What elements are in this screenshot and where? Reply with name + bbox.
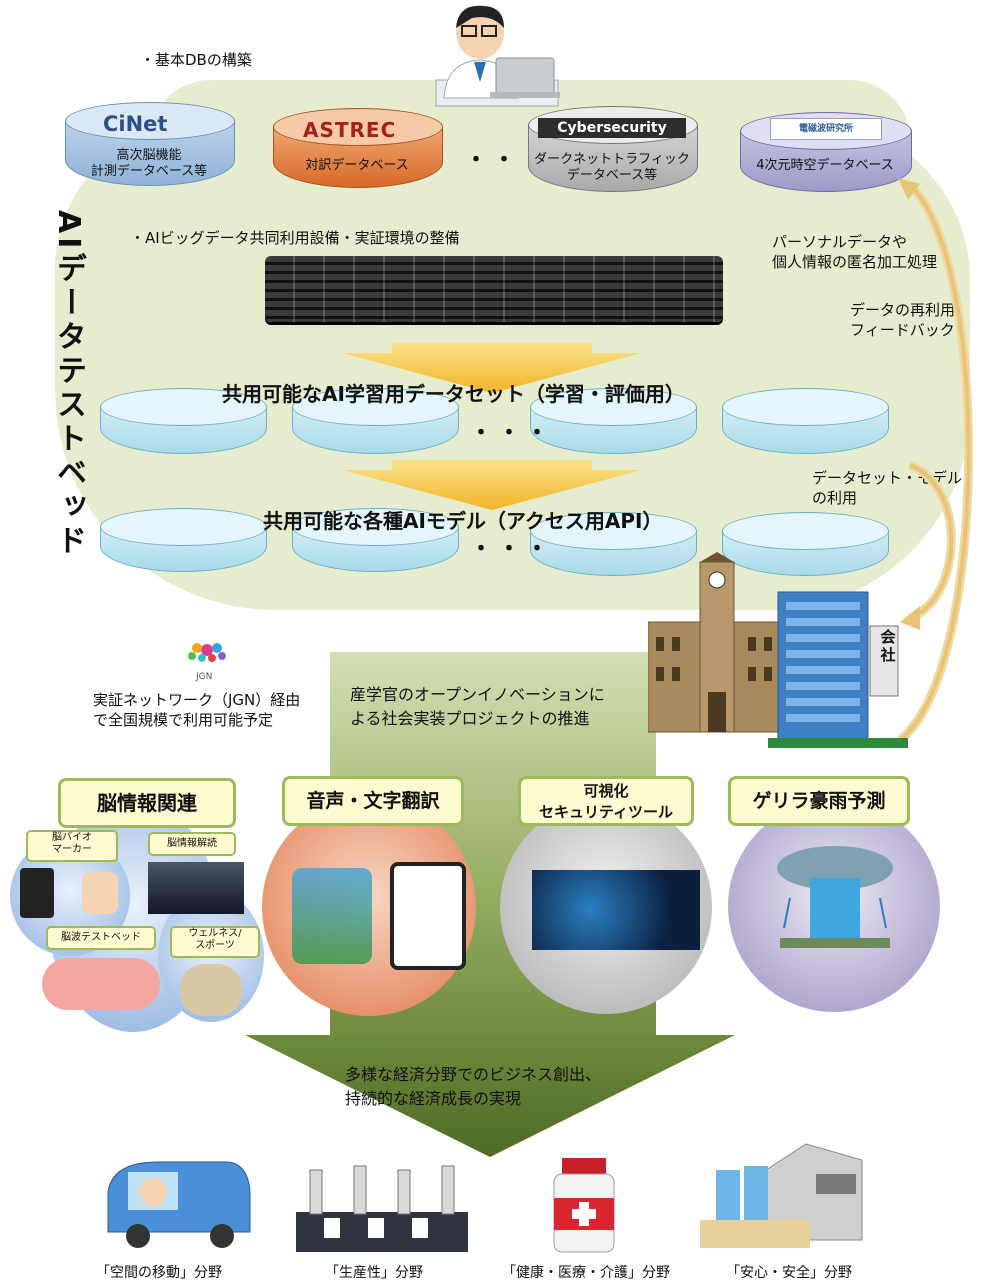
dataset-cyl-2 <box>292 388 459 454</box>
db-4d: 電磁波研究所 4次元時空データベース <box>740 112 912 192</box>
rain-title-tag: ゲリラ豪雨予測 <box>728 776 910 826</box>
translation-phone-image <box>390 862 466 970</box>
arrow-down-1 <box>342 343 642 393</box>
model-cyl-1 <box>100 508 267 572</box>
db-cinet-label: 高次脳機能 計測データベース等 <box>90 148 208 179</box>
university-company-buildings <box>648 552 908 748</box>
db-astrec-label: 対訳データベース <box>305 158 409 173</box>
anonymization-note: パーソナルデータや 個人情報の匿名加工処理 <box>772 233 938 271</box>
model-cyl-3 <box>530 512 697 576</box>
feedback-arrows <box>897 178 973 744</box>
doctor-icon <box>82 872 118 914</box>
outcome-arrow-head <box>245 1035 735 1157</box>
translation-robot-image <box>292 868 372 964</box>
cybersecurity-logo: Cybersecurity <box>538 118 686 138</box>
bigdata-label: ・AIビッグデータ共同利用設備・実証環境の整備 <box>130 229 460 247</box>
db-darknet: Cybersecurity ダークネットトラフィック データベース等 <box>528 106 698 192</box>
nict-logo: 電磁波研究所 <box>770 118 882 140</box>
models-heading: 共用可能な各種AIモデル（アクセス用API） <box>263 509 663 533</box>
arrow-down-2 <box>342 460 642 510</box>
open-innovation-text: 産学官のオープンイノベーションに よる社会実装プロジェクトの推進 <box>350 685 605 728</box>
translation-title-tag: 音声・文字翻訳 <box>282 776 464 826</box>
outcome-text: 多様な経済分野でのビジネス創出、 持続的な経済成長の実現 <box>345 1065 602 1108</box>
wellness-elderly-image <box>180 964 242 1016</box>
field-healthcare: 「健康・医療・介護」分野 <box>502 1265 670 1281</box>
security-visualization-image <box>532 870 700 950</box>
brain-subtag-biomarker: 脳バイオ マーカー <box>26 830 118 862</box>
jgn-logo-icon <box>188 643 226 662</box>
factory-robots-icon <box>296 1165 468 1252</box>
dataset-ellipsis: ・・・ <box>470 421 555 446</box>
db-darknet-label: ダークネットトラフィック データベース等 <box>534 152 690 183</box>
autonomous-car-icon <box>107 1161 251 1248</box>
company-sign: 会社 <box>880 628 896 664</box>
rain-cloud-icon <box>777 846 893 948</box>
disaster-supplies-icon <box>700 1143 863 1248</box>
db-astrec: ASTREC 対訳データベース <box>273 108 443 188</box>
db-4d-label: 4次元時空データベース <box>756 158 894 173</box>
astrec-logo: ASTREC <box>303 118 397 142</box>
brain-subtag-eeg: 脳波テストベッド <box>46 926 156 950</box>
eeg-patients-image <box>42 958 160 1010</box>
brain-subtag-decoding: 脳情報解読 <box>148 832 236 856</box>
field-safety: 「安心・安全」分野 <box>726 1265 852 1281</box>
jgn-note: 実証ネットワーク（JGN）経由 で全国規模で利用可能予定 <box>93 691 301 729</box>
field-mobility: 「空間の移動」分野 <box>96 1265 222 1281</box>
model-cyl-4 <box>722 512 889 576</box>
bigdata-server-rack <box>265 256 723 322</box>
basic-db-label: ・基本DBの構築 <box>140 51 252 69</box>
dataset-cyl-4 <box>722 388 889 454</box>
brain-subtag-wellness: ウェルネス/ スポーツ <box>170 926 260 958</box>
testbed-vertical-title: AIデータテストベッド <box>51 210 86 559</box>
jgn-logo-text: JGN <box>196 672 213 682</box>
db-cinet: CiNet 高次脳機能 計測データベース等 <box>65 102 235 186</box>
cinet-logo: CiNet <box>103 112 168 136</box>
tablet-icon <box>20 868 54 918</box>
security-title-tag: 可視化 セキュリティツール <box>518 776 694 826</box>
datasets-heading: 共用可能なAI学習用データセット（学習・評価用） <box>222 382 685 406</box>
dataset-cyl-3 <box>530 388 697 454</box>
reuse-note: データの再利用、 フィードバック <box>850 301 971 339</box>
medicine-bottle-icon <box>553 1158 615 1253</box>
researcher-icon <box>435 5 560 107</box>
brain-title-tag: 脳情報関連 <box>58 778 236 828</box>
dataset-cyl-1 <box>100 388 267 454</box>
brain-decoding-image <box>148 862 244 914</box>
model-ellipsis: ・・・ <box>470 537 555 562</box>
field-productivity: 「生産性」分野 <box>325 1265 423 1281</box>
